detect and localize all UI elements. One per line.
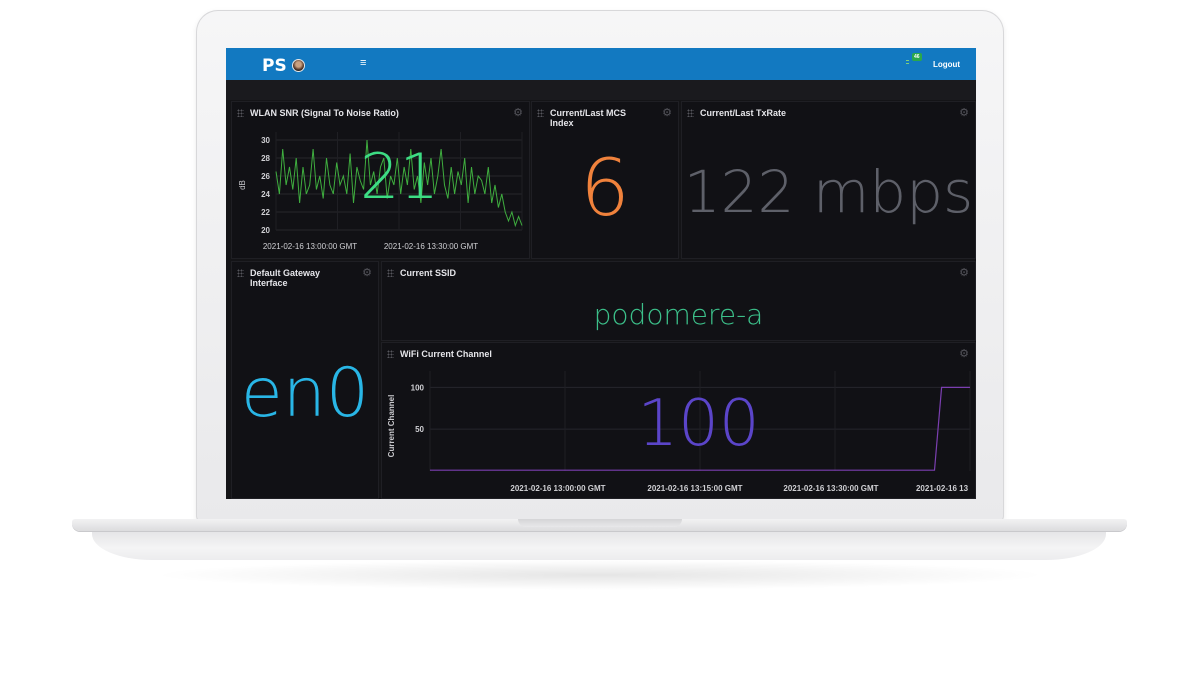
drag-handle-icon[interactable] — [237, 269, 244, 277]
channel-ylabel: Current Channel — [387, 395, 396, 458]
laptop-shadow — [150, 560, 1050, 590]
channel-series-line — [430, 386, 970, 471]
gear-icon[interactable]: ⚙ — [959, 107, 969, 119]
ssid-panel-title: Current SSID — [400, 268, 457, 278]
channel-xtick-3: 2021-02-16 13 — [916, 484, 969, 493]
channel-xtick-0: 2021-02-16 13:00:00 GMT — [510, 484, 605, 493]
snr-panel: WLAN SNR (Signal To Noise Ratio) ⚙ dB 30… — [231, 101, 530, 259]
ssid-panel: Current SSID ⚙ podomere-a — [381, 261, 976, 341]
snr-ytick: 26 — [261, 172, 270, 181]
txrate-value: 122 mbps — [683, 158, 974, 226]
gateway-panel-title: Default Gateway Interface — [250, 268, 321, 288]
txrate-panel-title: Current/Last TxRate — [700, 108, 787, 118]
snr-xtick-0: 2021-02-16 13:00:00 GMT — [263, 242, 357, 251]
drag-handle-icon[interactable] — [537, 109, 544, 117]
hamburger-icon[interactable]: ≡ — [360, 57, 367, 69]
channel-ytick: 50 — [415, 425, 424, 434]
snr-ytick: 24 — [261, 190, 270, 199]
drag-handle-icon[interactable] — [237, 109, 244, 117]
mcs-value: 6 — [580, 144, 630, 234]
snr-ytick: 20 — [261, 226, 270, 235]
laptop-base-lower — [92, 530, 1106, 560]
drag-handle-icon[interactable] — [387, 269, 394, 277]
brand-logo[interactable]: PS — [262, 56, 287, 76]
snr-panel-title: WLAN SNR (Signal To Noise Ratio) — [250, 108, 399, 118]
gateway-panel: Default Gateway Interface ⚙ en0 — [231, 261, 379, 499]
notification-badge: 46 — [912, 53, 922, 61]
snr-value: 21 — [360, 140, 439, 213]
toolbar-strip — [226, 80, 976, 100]
dashboard-screen: PS ≡ 46 Logout WLAN SNR (Signal To Noise… — [226, 48, 976, 499]
snr-ytick: 28 — [261, 154, 270, 163]
drag-handle-icon[interactable] — [387, 350, 394, 358]
ssid-value: podomere-a — [593, 298, 764, 331]
snr-ytick: 22 — [261, 208, 270, 217]
gear-icon[interactable]: ⚙ — [662, 107, 672, 119]
mcs-panel-title: Current/Last MCS Index — [550, 108, 627, 128]
channel-xtick-1: 2021-02-16 13:15:00 GMT — [647, 484, 742, 493]
snr-series-line — [275, 139, 523, 228]
channel-chart: Current Channel 100 50 2021-02-16 13:00:0… — [387, 371, 971, 493]
gear-icon[interactable]: ⚙ — [959, 267, 969, 279]
channel-xtick-2: 2021-02-16 13:30:00 GMT — [783, 484, 878, 493]
logout-button[interactable]: Logout — [933, 60, 961, 69]
gear-icon[interactable]: ⚙ — [362, 267, 372, 279]
txrate-panel: Current/Last TxRate ⚙ 122 mbps — [681, 101, 976, 259]
snr-xtick-1: 2021-02-16 13:30:00 GMT — [384, 242, 478, 251]
channel-value: 100 — [637, 387, 760, 461]
avatar[interactable] — [292, 59, 305, 72]
top-navbar: PS ≡ 46 Logout — [226, 48, 976, 80]
drag-handle-icon[interactable] — [687, 109, 694, 117]
snr-ylabel: dB — [238, 180, 247, 190]
mcs-panel: Current/Last MCS Index ⚙ 6 — [531, 101, 679, 259]
snr-ytick: 30 — [261, 136, 270, 145]
notification-icon[interactable]: 46 — [906, 53, 922, 66]
gear-icon[interactable]: ⚙ — [959, 348, 969, 360]
laptop-notch — [518, 519, 682, 527]
channel-panel-title: WiFi Current Channel — [400, 349, 492, 359]
channel-ytick: 100 — [411, 383, 425, 392]
gear-icon[interactable]: ⚙ — [513, 107, 523, 119]
gateway-value: en0 — [240, 354, 370, 433]
channel-panel: WiFi Current Channel ⚙ Current Channel 1… — [381, 342, 976, 499]
